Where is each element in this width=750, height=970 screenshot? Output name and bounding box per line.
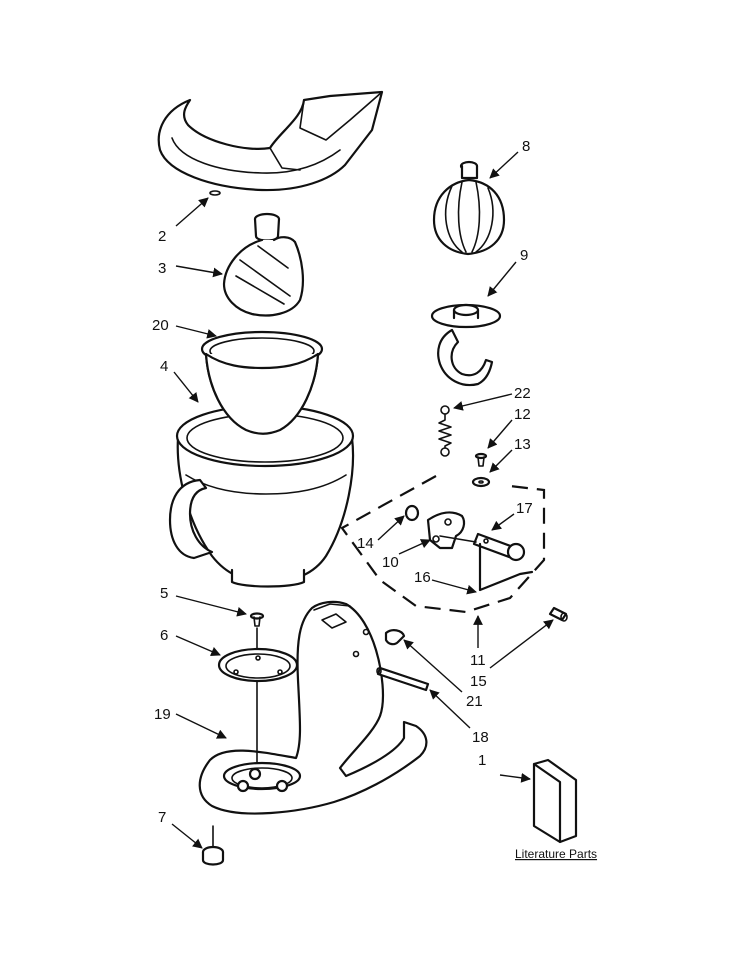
mixing-bowl: [168, 404, 355, 588]
callout-21: 21: [466, 693, 483, 710]
small-bowl-body: [204, 352, 320, 435]
spring: [438, 405, 452, 457]
flat-beater: [222, 212, 305, 317]
callout-18: 18: [472, 729, 489, 746]
callout-11: 11: [470, 652, 486, 669]
screw-5: [249, 612, 265, 627]
callout-9: 9: [520, 247, 528, 264]
callout-labels: 1 2 3 4 5 6 7 8 9 10 11 12 13 14 15 16 1…: [152, 138, 597, 861]
callout-16: 16: [414, 569, 431, 586]
callout-19: 19: [154, 706, 171, 723]
callout-12: 12: [514, 406, 531, 423]
foot: [201, 825, 225, 866]
literature-booklet: [532, 758, 578, 844]
pin-18: [376, 666, 430, 692]
callout-6: 6: [160, 627, 168, 644]
pouring-shield: [157, 90, 384, 196]
callout-20: 20: [152, 317, 169, 334]
washer: [471, 476, 491, 488]
pin-15: [548, 606, 568, 622]
callout-22: 22: [514, 385, 531, 402]
washer-14: [404, 504, 420, 522]
callout-5: 5: [160, 585, 168, 602]
lock-lever: [478, 542, 534, 592]
callout-14: 14: [357, 535, 374, 552]
callout-15: 15: [470, 673, 487, 690]
trim-plate: [217, 647, 299, 683]
leader-lines: [171, 151, 554, 849]
callout-10: 10: [382, 554, 399, 571]
callout-13: 13: [514, 436, 531, 453]
hinge-bracket: [426, 511, 466, 550]
hinge-pin: [439, 532, 526, 562]
hinge-assembly-box: [340, 475, 546, 614]
literature-parts-label: Literature Parts: [515, 847, 597, 861]
callout-17: 17: [516, 500, 533, 517]
callout-2: 2: [158, 228, 166, 245]
screw: [474, 452, 488, 467]
dough-hook: [430, 303, 502, 387]
callout-4: 4: [160, 358, 168, 375]
clip: [384, 629, 406, 646]
callout-1: 1: [478, 752, 486, 769]
callout-8: 8: [522, 138, 530, 155]
callout-3: 3: [158, 260, 166, 277]
callout-7: 7: [158, 809, 166, 826]
wire-whip: [432, 160, 506, 256]
